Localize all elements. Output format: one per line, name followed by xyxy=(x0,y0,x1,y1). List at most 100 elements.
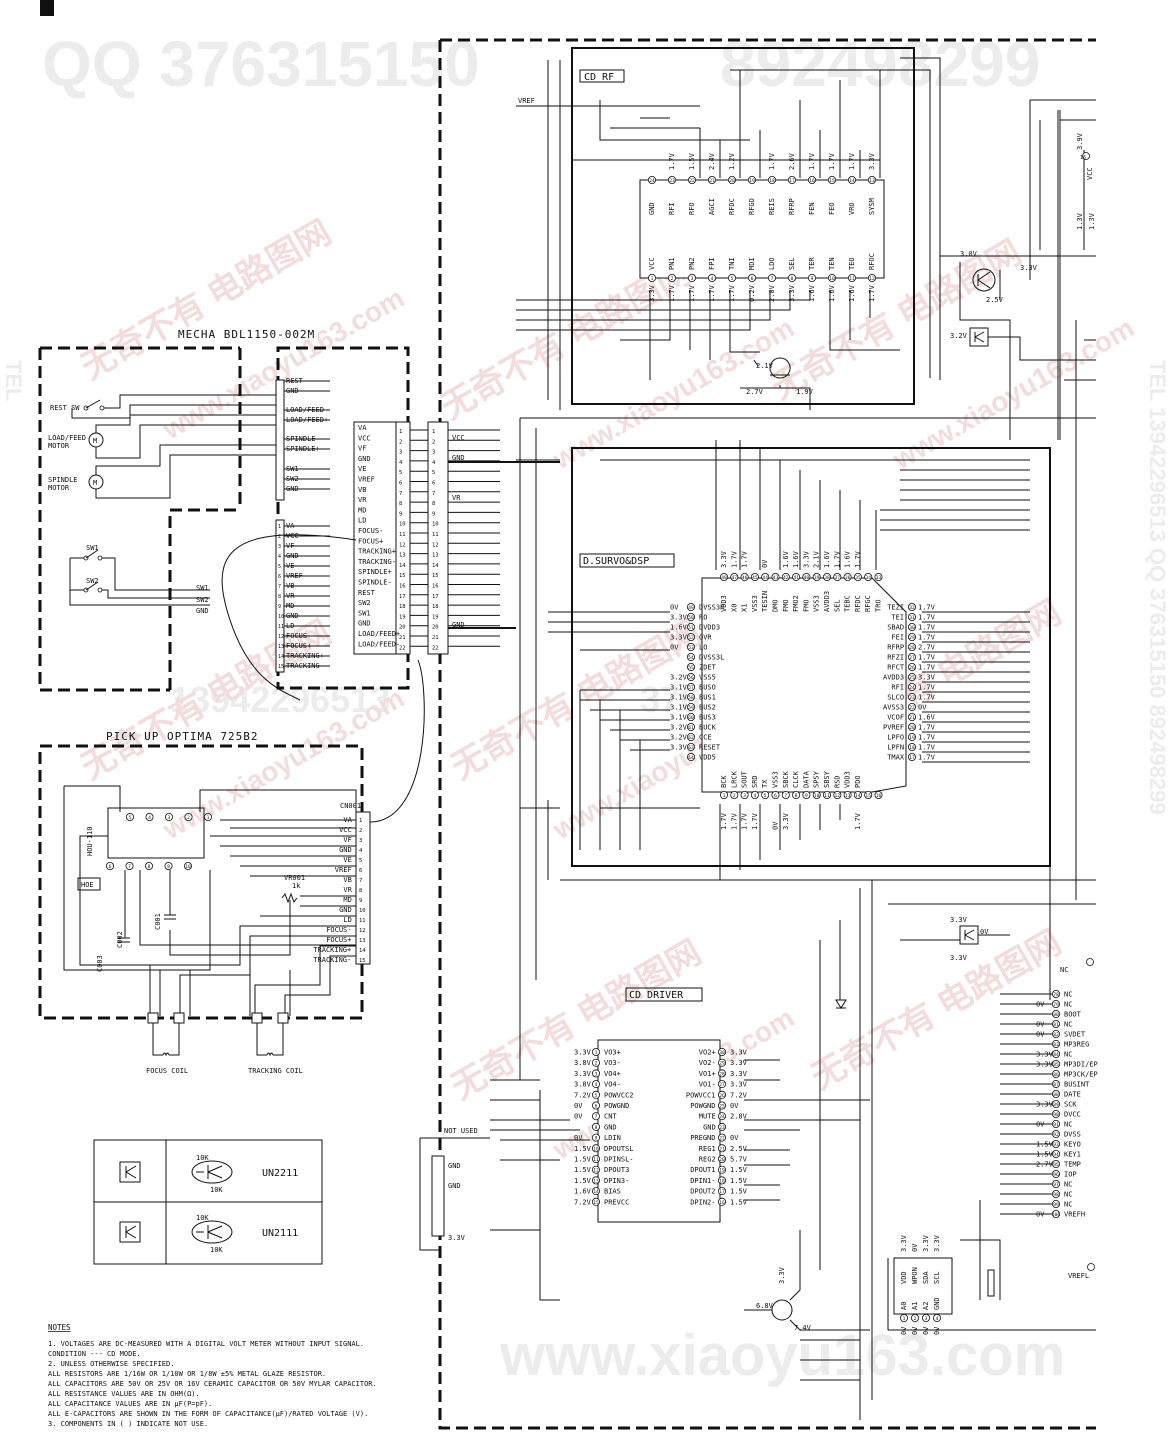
driver-pin-right-name: MUTE xyxy=(699,1113,716,1121)
rf-pin-top-num: 23 xyxy=(669,178,675,184)
mcu-pin-num: 88 xyxy=(1053,1092,1059,1098)
dsp-pin-left-name: BUS3 xyxy=(699,714,716,722)
dsp-pin-left-volt: 3.1V xyxy=(670,694,688,702)
dsp-pin-left xyxy=(687,693,696,702)
dsp-title-box xyxy=(579,553,675,568)
driver-pin-right-name: POWVCC1 xyxy=(686,1091,716,1099)
main-conn-num-right: 19 xyxy=(432,614,439,620)
mecha-conn-b-num: 14 xyxy=(278,654,284,660)
right-top-v1: 3.9V xyxy=(1076,132,1084,150)
cn001-pin-label: VF xyxy=(343,836,351,844)
mcu-pin-name: MP3REG xyxy=(1064,1041,1089,1049)
spindle-wire-1 xyxy=(95,444,278,475)
main-conn-gnd-2: GND xyxy=(452,621,465,629)
mcu-pin-name: MP3DI/EP xyxy=(1064,1061,1098,1069)
eeprom-pin-top-name: SCL xyxy=(933,1271,941,1284)
driver-pin-left xyxy=(592,1176,601,1185)
rf-pin-bottom-num: 2 xyxy=(671,276,674,282)
pickup-title: PICK UP OPTIMA 725B2 xyxy=(106,730,258,743)
c003-label: C003 xyxy=(96,955,104,972)
dsp-pin-top-name: AVDD3 xyxy=(823,591,831,612)
main-conn-label: GND xyxy=(358,620,371,628)
driver-wires xyxy=(490,1059,870,1301)
rf-pin-bottom-name: SEL xyxy=(788,257,796,270)
mecha-conn-b-num: 2 xyxy=(278,534,281,540)
mcu-pin-num: 78 xyxy=(1053,992,1059,998)
driver-pin-right-num: 29 xyxy=(719,1061,725,1067)
dsp-pin-left-num: 54 xyxy=(688,655,694,661)
dsp-pin-top-num: 48 xyxy=(721,575,727,581)
main-conn-num-left: 8 xyxy=(399,501,402,507)
dsp-pin-top-name: TEBC xyxy=(844,595,852,612)
dsp-pin-right-num: 21 xyxy=(909,715,915,721)
spindle-label-2: MOTOR xyxy=(48,484,70,492)
main-conn-num-right: 9 xyxy=(432,511,435,517)
main-conn-num-left: 22 xyxy=(399,645,406,651)
main-conn-label: TRACKING+ xyxy=(358,548,396,556)
driver-pin-right xyxy=(718,1155,727,1164)
cn001-pin-label: VREF xyxy=(335,866,352,874)
rf-q-volt-3: 1.9V xyxy=(796,388,814,396)
dsp-pin-top xyxy=(771,573,780,582)
dsp-pin-top xyxy=(812,573,821,582)
dsp-pin-bottom-num: 7 xyxy=(784,793,787,799)
driver-pin-left-num: 15 xyxy=(593,1200,599,1206)
dsp-pin-top-volt: 3.3V xyxy=(720,550,728,568)
dsp-pin-right-volt: 1.7V xyxy=(918,754,936,762)
load-feed-wire-2 xyxy=(95,424,278,459)
dsp-pin-left xyxy=(687,633,696,642)
dsp-pin-left xyxy=(687,683,696,692)
rf-pin-top-num: 16 xyxy=(809,178,815,184)
dsp-pin-top-volt: 2.1V xyxy=(813,550,821,568)
sw1-wire xyxy=(102,557,210,591)
note-line-1: 1. VOLTAGES ARE DC-MEASURED WITH A DIGIT… xyxy=(48,1340,364,1348)
rf-pin-bottom-volt: 1.7V xyxy=(728,284,736,302)
dsp-pin-top-name: X0 xyxy=(730,604,738,612)
dsp-ic-pins: 48VDD33.3V47X01.7V46X11.7V45VSS344TESIN0… xyxy=(670,550,936,830)
driver-pin-right xyxy=(718,1080,727,1089)
rf-pin-bottom-name: TER xyxy=(808,257,816,270)
dsp-pin-right-num: 31 xyxy=(909,615,915,621)
dsp-pin-left-name: VDD5 xyxy=(699,754,716,762)
dsp-pin-top-volt: 1.6V xyxy=(844,550,852,568)
eeprom-pin-top-name: WPON xyxy=(911,1267,919,1284)
rf-pin-top xyxy=(648,175,657,184)
rf-pin-bottom-name: PN2 xyxy=(688,257,696,270)
mcu-pin-num: 85 xyxy=(1053,1062,1059,1068)
mecha-conn-b-num: 1 xyxy=(278,524,281,530)
mecha-conn-b-num: 7 xyxy=(278,584,281,590)
dsp-pin-bottom-name: SBCK xyxy=(782,770,790,788)
dsp-pin-top xyxy=(802,573,811,582)
driver-pin-right xyxy=(718,1197,727,1206)
mcu-pin-1 xyxy=(1087,1263,1095,1271)
mcu-pin-name: SVDET xyxy=(1064,1031,1086,1039)
driver-pin-right-num: 27 xyxy=(719,1082,725,1088)
mcu-pin xyxy=(1052,1070,1061,1079)
dsp-pin-top xyxy=(792,573,801,582)
driver-pin-left xyxy=(592,1133,601,1142)
driver-pin-right-name: DPOUT2 xyxy=(690,1188,715,1196)
main-conn-num-left: 1 xyxy=(399,429,402,435)
dsp-pin-top-num: 44 xyxy=(762,575,768,581)
mcu-pin xyxy=(1052,1170,1061,1179)
driver-pin-left-volt: 0V xyxy=(574,1102,583,1110)
driver-pin-right-num: 19 xyxy=(719,1168,725,1174)
mcu-pin-name: IOP xyxy=(1064,1171,1077,1179)
dsp-pin-right-name: TMAX xyxy=(887,754,905,762)
rf-pin-top xyxy=(828,175,837,184)
dsp-pin-right-volt: 0V xyxy=(918,704,927,712)
dsp-pin-top-num: 33 xyxy=(876,575,882,581)
rf-pin-top xyxy=(768,175,777,184)
driver-pin-right-volt: 3.3V xyxy=(730,1049,748,1057)
eeprom-pin-bottom xyxy=(922,1314,931,1323)
main-conn-label: LOAD/FEED- xyxy=(358,640,400,648)
rf-pin-bottom-name: TEN xyxy=(828,257,836,270)
rf-pin-bottom-num: 10 xyxy=(829,276,835,282)
main-conn-num-right: 12 xyxy=(432,542,439,548)
dsp-pin-left-name: RESET xyxy=(699,744,721,752)
watermark-url-3: www.xiaoyu163.com xyxy=(887,312,1140,476)
rf-pin-top xyxy=(808,175,817,184)
q-upper-v1: 3.0V xyxy=(960,250,978,258)
dsp-pin-bottom-num: 3 xyxy=(743,793,746,799)
